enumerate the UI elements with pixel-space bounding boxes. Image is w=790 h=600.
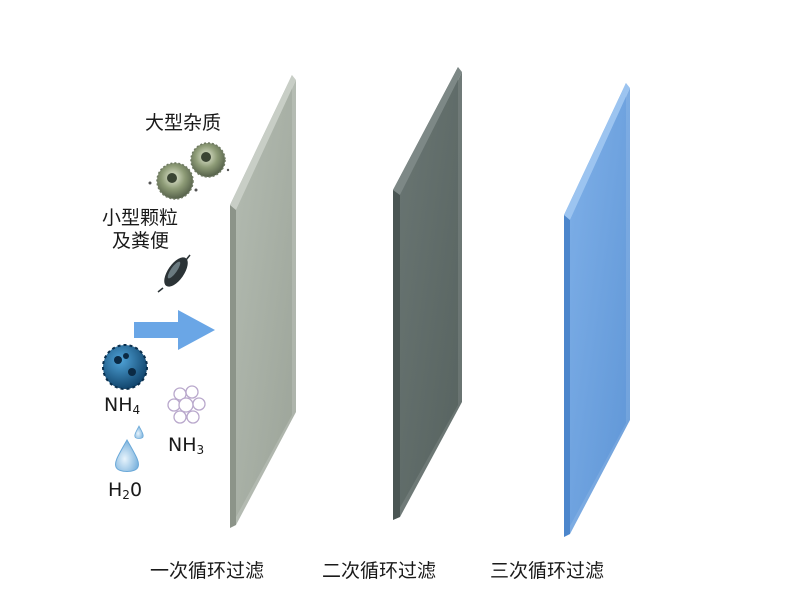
h2o-label: H20	[108, 479, 143, 502]
small-particle-icon	[157, 254, 191, 293]
stage-2-label: 二次循环过滤	[322, 560, 437, 582]
large-impurity-label: 大型杂质	[145, 112, 222, 134]
nh4-label: NH4	[104, 394, 141, 417]
nh3-molecule-icon	[167, 385, 206, 424]
stage-1-label: 一次循环过滤	[150, 560, 265, 582]
small-particle-label-line1: 小型颗粒	[102, 207, 179, 229]
nh4-molecule-icon	[102, 344, 148, 390]
filter-panel-3	[564, 83, 630, 537]
large-impurity-icon	[148, 142, 230, 200]
nh3-label: NH3	[168, 434, 205, 457]
small-particle-label-line2: 及粪便	[112, 230, 170, 252]
flow-arrow	[134, 310, 215, 350]
stage-3-label: 三次循环过滤	[490, 560, 605, 582]
filter-panel-2	[393, 67, 462, 520]
filter-panel-1	[230, 75, 296, 528]
water-droplet-icon	[115, 425, 144, 472]
